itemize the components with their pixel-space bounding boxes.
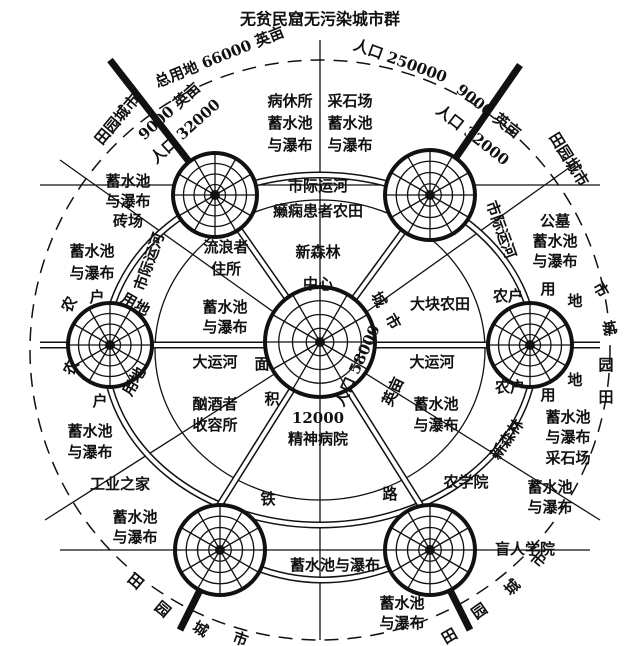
farm-label: 农 [57, 293, 81, 316]
waterfall-label: 与瀑布 [105, 192, 150, 210]
waterfall-label: 与瀑布 [413, 416, 458, 434]
industrial-home-label: 工业之家 [90, 475, 150, 493]
large-farms-label: 大块农田 [410, 295, 470, 313]
asylum-label: 精神病院 [288, 430, 348, 448]
city-char: 城 [599, 319, 619, 337]
reservoir-label: 蓄水池 [413, 395, 458, 413]
reservoir-label: 蓄水池 [267, 114, 312, 132]
garden-city-char: 田 [438, 625, 460, 646]
new-forest-label: 新森林 [295, 243, 341, 261]
quarry-label: 采石场 [326, 92, 372, 110]
reservoir-label: 蓄水池 [67, 422, 112, 440]
vagrants-home-label: 流浪者 [203, 238, 248, 256]
farm-label: 农户 [492, 287, 523, 305]
reservoir-label: 蓄水池 [69, 242, 114, 260]
canal-label: 市际运河 [288, 177, 348, 195]
satellite-city [486, 301, 574, 389]
inebriates-label: 酗酒者 [192, 395, 237, 413]
farm-label: 用 [540, 280, 555, 298]
reservoir-label: 蓄水池 [327, 114, 372, 132]
waterfall-label: 与瀑布 [69, 264, 114, 282]
satellite-city [383, 503, 477, 597]
reservoir-label: 蓄水池 [105, 172, 150, 190]
garden-city-char: 园 [151, 598, 174, 621]
city-char: 市 [589, 278, 612, 300]
waterfall-label: 与瀑布 [67, 443, 112, 461]
reservoir-label: 蓄水池 [112, 508, 157, 526]
cemetery-label: 公墓 [540, 212, 571, 230]
waterfall-label: 与瀑布 [327, 136, 372, 154]
satellite-city [383, 148, 477, 242]
inner-ring [154, 199, 486, 501]
garden-char: 园 [598, 356, 613, 374]
waterfall-label: 与瀑布 [202, 318, 247, 336]
farm-label: 用 [540, 386, 555, 404]
reservoir-label: 蓄水池 [545, 408, 590, 426]
brickfield-label: 砖场 [113, 212, 143, 230]
quarry-label: 采石场 [544, 449, 590, 467]
diagram-title: 无贫民窟无污染城市群 [239, 10, 400, 29]
waterfall-label: 与瀑布 [532, 252, 577, 270]
waterfall-label: 与瀑布 [379, 614, 424, 632]
grand-canal-label: 大运河 [192, 353, 237, 371]
garden-city-char: 城 [189, 618, 211, 641]
reservoir-waterfall-label: 蓄水池与瀑布 [290, 556, 380, 574]
agri-college-label: 农学院 [442, 473, 488, 491]
farm-label: 户 [92, 392, 107, 410]
vagrants-home-label: 住所 [211, 260, 241, 278]
garden-city-char: 田 [124, 570, 147, 593]
reservoir-label: 蓄水池 [532, 232, 577, 250]
farm-label: 农 [59, 356, 83, 379]
satellite-city [171, 151, 259, 239]
cities [66, 148, 574, 597]
garden-city-char: 园 [468, 600, 491, 623]
garden-city-label: 田园城市 [91, 91, 143, 149]
satellite-city [66, 301, 154, 389]
city-char: 城 [367, 288, 390, 310]
waterfall-label: 与瀑布 [267, 136, 312, 154]
grand-canal-label: 大运河 [409, 353, 454, 371]
farm-label: 地 [567, 292, 582, 310]
field-char: 田 [598, 388, 613, 406]
reservoir-label: 蓄水池 [202, 298, 247, 316]
central-city [263, 285, 377, 399]
center-label: 中心 [303, 275, 333, 293]
epileptic-farm-label: 癞痫患者农田 [273, 202, 363, 220]
reservoir-label: 蓄水池 [379, 594, 424, 612]
garden-city-char: 城 [501, 576, 524, 599]
railway-char: 铁 [260, 490, 275, 508]
new-forest-label: 新森林 [487, 415, 528, 463]
railway-char: 路 [382, 485, 398, 503]
reservoir-label: 蓄水池 [527, 478, 572, 496]
garden-city-label: 田园城市 [545, 129, 592, 189]
farm-label: 地 [567, 371, 582, 389]
area-char: 面 [254, 355, 269, 373]
farm-label: 农户 [494, 378, 525, 396]
waterfall-label: 与瀑布 [527, 498, 572, 516]
total-area-label: 总用地 66000 英亩 [152, 23, 286, 91]
city-char: 市 [381, 310, 404, 332]
sanatorium-label: 病休所 [267, 92, 312, 110]
satellite-city [173, 503, 267, 597]
canal-label: 市际运河 [482, 198, 519, 261]
waterfall-label: 与瀑布 [112, 528, 157, 546]
acres-label: 英亩 [379, 374, 408, 409]
garden-city-char: 市 [230, 628, 250, 646]
inebriates-label: 收容所 [192, 416, 237, 434]
farm-label: 户 [89, 288, 104, 306]
asylum-population: 12000 [292, 409, 344, 427]
blind-college-label: 盲人学院 [495, 540, 555, 558]
area-char: 积 [264, 390, 279, 408]
total-population-label: 人口 250000 [351, 36, 449, 86]
waterfall-label: 与瀑布 [545, 428, 590, 446]
